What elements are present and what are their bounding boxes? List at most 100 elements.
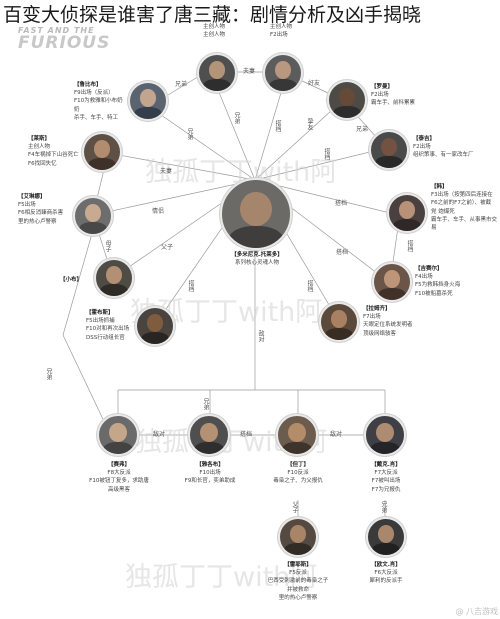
card-brian-name: 【鲁比布】 bbox=[74, 82, 102, 88]
card-elena-name: 【艾琳娜】 bbox=[18, 194, 46, 200]
card-dom-line: 系列核心灵魂人物 bbox=[234, 260, 279, 267]
relation-label: 敌对 bbox=[153, 431, 166, 438]
card-letty-line: 主创人物 bbox=[203, 32, 226, 39]
card-cipher-line: 高级黑客 bbox=[107, 486, 130, 493]
card-shaw-name: 【戴克.肖】 bbox=[371, 462, 401, 468]
card-cipher: 【赛弗】 F8大反派 F10被钮丁复多，求助唐 高级黑客 bbox=[86, 461, 152, 494]
card-hobbs-line: F10对和再次出场 bbox=[86, 326, 130, 333]
relation-label: 好友 bbox=[308, 80, 321, 87]
card-shaw-line: F7大反派 bbox=[374, 470, 398, 477]
card-owen: 【欧文.肖】 F6大反派 犀利的反派手 bbox=[352, 561, 420, 586]
card-hobbs: 【霍布斯】 F5出场抓捕 F10对和再次出场 DSS行动组长官 bbox=[86, 309, 136, 342]
node-roman bbox=[327, 80, 367, 120]
card-dante: 【但丁】 F10反派 毒枭之子、为父报仇 bbox=[266, 461, 330, 486]
relation-label: 敌对 bbox=[330, 431, 343, 438]
relation-label: 兄弟 bbox=[175, 81, 188, 88]
card-tej: 【泰吉】 F2出场 组织策事、有一家改车厂 bbox=[413, 135, 493, 160]
card-roman: 【罗曼】 F2出场 霸车手、前科累累 bbox=[371, 83, 431, 108]
card-letty-2-line: 主创人物 bbox=[28, 144, 51, 151]
node-jakob bbox=[188, 414, 230, 456]
relation-label: 搭档 bbox=[335, 200, 348, 207]
card-roman-name: 【罗曼】 bbox=[371, 84, 394, 90]
card-letty-2-line: F6找回失忆 bbox=[28, 160, 57, 167]
relation-label: 兄弟 bbox=[380, 501, 387, 513]
card-han-line: 党 炮爆死 bbox=[431, 208, 455, 215]
relation-label: 搭档 bbox=[406, 240, 413, 252]
relation-label: 敌对 bbox=[257, 330, 264, 342]
node-shaw bbox=[364, 414, 406, 456]
watermark: 独孤丁丁with阿 bbox=[125, 562, 318, 593]
card-mia-line: F2出场 bbox=[270, 32, 288, 39]
card-little-b-name: 【小布】 bbox=[60, 277, 83, 283]
card-dom: 【多米尼克.托莱多】 系列核心灵魂人物 bbox=[222, 251, 292, 267]
card-letty-2-name: 【莱斯】 bbox=[28, 136, 51, 142]
node-tej bbox=[369, 130, 409, 170]
card-owen-name: 【欧文.肖】 bbox=[371, 562, 401, 568]
node-dom bbox=[220, 178, 292, 250]
fast-furious-logo: FAST AND THE FURIOUS bbox=[18, 24, 128, 56]
article-headline: 百变大侦探是谁害了唐三藏：剧情分析及凶手揭晓 bbox=[3, 4, 422, 26]
card-han-line: F3出场（按第四后连接在 bbox=[431, 192, 493, 199]
relation-label: 兄弟 bbox=[202, 398, 209, 410]
relation-label: 兄弟 bbox=[45, 368, 52, 380]
card-reyes: 【雷耶斯】 F5反派 巴西受刺激前的毒枭之子 并被救命 里的热心卢警察 bbox=[262, 561, 334, 602]
relation-label: 搭档 bbox=[323, 148, 330, 160]
node-owen bbox=[366, 517, 406, 557]
card-brian: 【鲁比布】 F9出场（反派） F10为救雅和小布奶奶 杀手、车手、特工 bbox=[74, 81, 126, 122]
relation-label: 兄弟 bbox=[356, 126, 369, 133]
card-dante-line: 毒枭之子、为父报仇 bbox=[273, 478, 323, 485]
card-tej-line: 组织策事、有一家改车厂 bbox=[413, 152, 474, 159]
card-owen-line: F6大反派 bbox=[374, 570, 398, 577]
card-mia-line: 主创人物 bbox=[270, 24, 293, 30]
relation-label: 情侣 bbox=[152, 208, 165, 215]
card-gisele-line: F10被船墓杀死 bbox=[415, 290, 453, 297]
card-letty-2-line: F4车祸掉下山谷死亡 bbox=[28, 152, 79, 159]
card-hobbs-name: 【霍布斯】 bbox=[86, 310, 114, 316]
card-dom-name: 【多米尼克.托莱多】 bbox=[231, 252, 283, 258]
card-han-name: 【韩】 bbox=[431, 184, 448, 190]
card-reyes-name: 【雷耶斯】 bbox=[284, 562, 312, 568]
card-cipher-name: 【赛弗】 bbox=[107, 462, 130, 468]
card-dante-line: F10反派 bbox=[287, 470, 309, 477]
card-cipher-line: F10被钮丁复多，求助唐 bbox=[89, 478, 149, 485]
card-hobbs-line: F5出场抓捕 bbox=[86, 318, 115, 325]
card-hobbs-line: DSS行动组长官 bbox=[86, 334, 125, 341]
card-ramsey-name: 【拉姆齐】 bbox=[363, 306, 391, 312]
card-brian-line: F10为救雅和小布奶奶 bbox=[74, 98, 123, 113]
card-jakob-line: F9和长官，奕弟助成 bbox=[184, 478, 236, 485]
card-shaw-line: F7被叫出场 bbox=[371, 478, 401, 485]
relation-label: 兄弟 bbox=[186, 128, 193, 140]
card-han-line: 霸车手、车手、从事黑市交易 bbox=[431, 216, 498, 232]
node-cipher bbox=[97, 414, 139, 456]
card-han: 【韩】 F3出场（按第四后连接在 F6之前的F7之前）、被截 党 炮爆死 霸车手… bbox=[431, 183, 499, 232]
card-jakob-line: F10出场 bbox=[199, 470, 221, 477]
relation-label: 搭档 bbox=[306, 280, 313, 292]
card-elena-line: F6相反消臻商杀害 bbox=[18, 210, 64, 217]
node-brian bbox=[128, 81, 168, 121]
card-elena: 【艾琳娜】 F5出场 F6相反消臻商杀害 里的热心卢警察 bbox=[18, 193, 72, 226]
card-reyes-line: 并被救命 bbox=[286, 586, 309, 593]
card-little-b: 【小布】 bbox=[60, 276, 90, 284]
relation-label: 夫妻 bbox=[243, 68, 256, 75]
relation-label: 父子 bbox=[291, 501, 298, 513]
card-gisele-line: F4出场 bbox=[415, 274, 433, 281]
relation-label: 搭档 bbox=[336, 249, 349, 256]
node-gisele bbox=[372, 262, 412, 302]
card-letty-2: 【莱斯】 主创人物 F4车祸掉下山谷死亡 F6找回失忆 bbox=[28, 135, 84, 168]
relation-label: 夫妻 bbox=[160, 168, 173, 175]
card-gisele-line: F5为救韩挡身火海 bbox=[415, 282, 461, 289]
card-jakob: 【雅各布】 F10出场 F9和长官，奕弟助成 bbox=[178, 461, 242, 486]
card-ramsey: 【拉姆齐】 F7出场 天眼定位系统发明者 顶级网络骇客 bbox=[363, 305, 439, 338]
relation-label: 兄弟 bbox=[233, 112, 240, 124]
node-little-b bbox=[94, 258, 134, 298]
relation-label: 父子 bbox=[161, 244, 174, 251]
card-owen-line: 犀利的反派手 bbox=[369, 578, 403, 585]
card-reyes-line: 巴西受刺激前的毒枭之子 bbox=[267, 578, 329, 585]
card-tej-name: 【泰吉】 bbox=[413, 136, 436, 142]
logo-main-text: FURIOUS bbox=[18, 33, 111, 53]
card-roman-line: F2出场 bbox=[371, 92, 389, 99]
node-hobbs bbox=[135, 306, 175, 346]
relation-label: 挚友 bbox=[306, 118, 313, 130]
node-dante bbox=[276, 414, 318, 456]
